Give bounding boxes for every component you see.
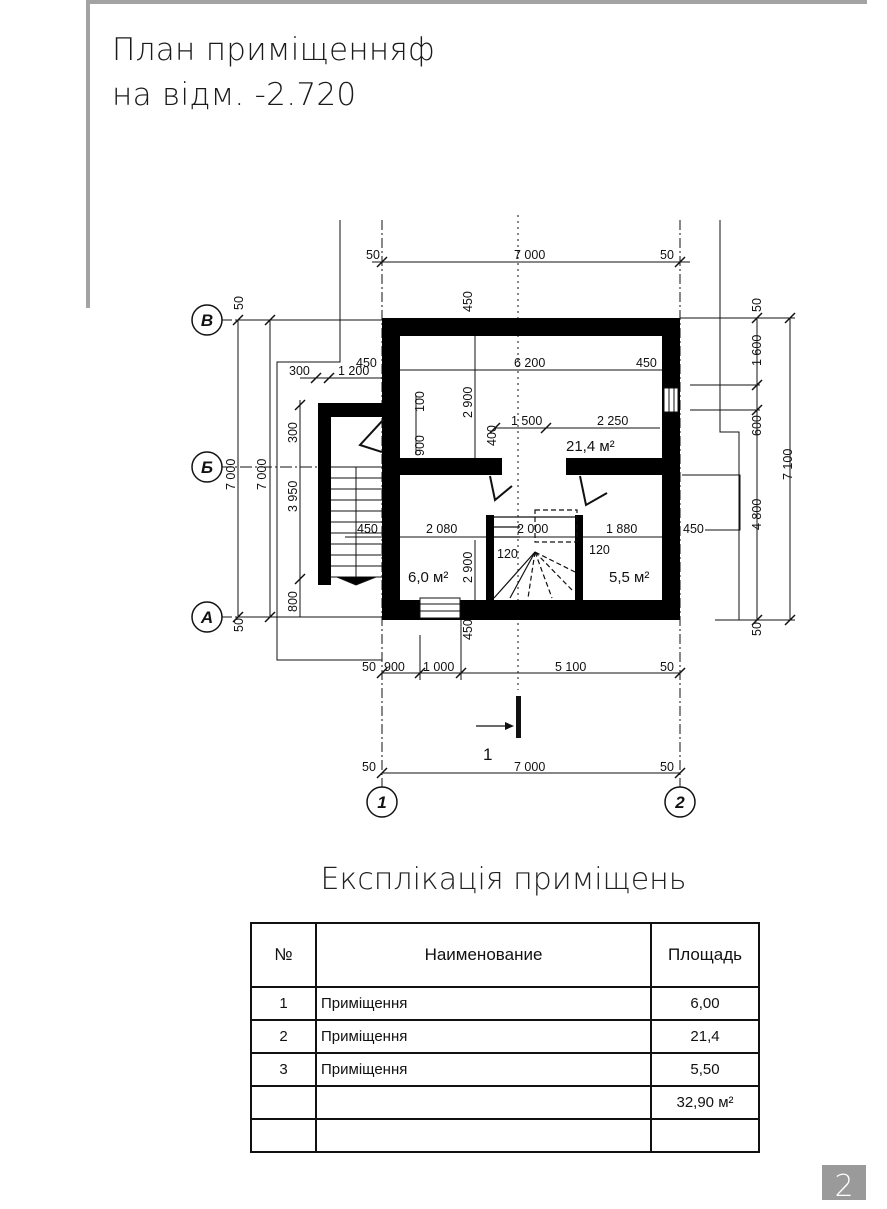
header-area: Площадь xyxy=(650,922,760,988)
svg-text:300: 300 xyxy=(286,422,300,443)
table-row: 1 Приміщення 6,00 xyxy=(250,986,760,1021)
table-row-empty xyxy=(250,1118,760,1153)
explication-table: № Наименование Площадь 1 Приміщення 6,00… xyxy=(250,922,760,1153)
svg-text:50: 50 xyxy=(232,618,246,632)
section-mark: 1 xyxy=(476,696,521,764)
svg-text:1: 1 xyxy=(377,793,386,812)
table-row: 2 Приміщення 21,4 xyxy=(250,1019,760,1054)
page-title: План приміщенняф на відм. -2.720 xyxy=(112,28,435,118)
svg-text:450: 450 xyxy=(357,522,378,536)
svg-text:450: 450 xyxy=(461,619,475,640)
svg-text:450: 450 xyxy=(356,356,377,370)
svg-text:6 200: 6 200 xyxy=(514,356,545,370)
page-frame-left xyxy=(86,0,90,308)
stair-left xyxy=(331,466,382,586)
svg-text:450: 450 xyxy=(461,291,475,312)
svg-text:120: 120 xyxy=(497,547,518,561)
svg-text:2 080: 2 080 xyxy=(426,522,457,536)
svg-text:120: 120 xyxy=(589,543,610,557)
page-frame-top xyxy=(86,0,867,4)
svg-text:900: 900 xyxy=(413,435,427,456)
room-2-area: 21,4 м² xyxy=(566,438,615,455)
svg-text:300: 300 xyxy=(289,364,310,378)
svg-text:2 900: 2 900 xyxy=(461,387,475,418)
title-line-1: План приміщенняф xyxy=(112,32,435,68)
title-line-2: на відм. -2.720 xyxy=(112,77,357,113)
svg-text:А: А xyxy=(200,608,213,627)
room-1-area: 6,0 м² xyxy=(408,569,448,586)
axis-bubble-1 xyxy=(366,786,398,818)
svg-text:2 000: 2 000 xyxy=(517,522,548,536)
axis-bubble-2 xyxy=(664,786,696,818)
svg-text:1 600: 1 600 xyxy=(750,335,764,366)
page-number: 2 xyxy=(822,1165,866,1204)
svg-text:100: 100 xyxy=(413,391,427,412)
svg-text:1 000: 1 000 xyxy=(423,660,454,674)
table-row: 3 Приміщення 5,50 xyxy=(250,1052,760,1087)
svg-text:50: 50 xyxy=(232,296,246,310)
svg-text:1: 1 xyxy=(483,745,492,764)
explication-title: Експлікація приміщень xyxy=(320,862,687,897)
header-no: № xyxy=(250,922,317,988)
svg-text:1 880: 1 880 xyxy=(606,522,637,536)
svg-text:1 500: 1 500 xyxy=(511,414,542,428)
svg-text:5 100: 5 100 xyxy=(555,660,586,674)
svg-text:7 000: 7 000 xyxy=(514,760,545,774)
svg-text:900: 900 xyxy=(384,660,405,674)
total-area: 32,90 м² xyxy=(650,1085,760,1120)
svg-text:50: 50 xyxy=(660,760,674,774)
svg-text:2: 2 xyxy=(674,793,685,812)
table-total-row: 32,90 м² xyxy=(250,1085,760,1120)
svg-text:600: 600 xyxy=(750,415,764,436)
axis-bubble-b xyxy=(191,451,223,483)
svg-text:В: В xyxy=(201,311,213,330)
svg-text:50: 50 xyxy=(366,248,380,262)
room-3-area: 5,5 м² xyxy=(609,569,649,586)
svg-text:50: 50 xyxy=(362,760,376,774)
svg-text:50: 50 xyxy=(660,660,674,674)
header-name: Наименование xyxy=(315,922,652,988)
svg-text:50: 50 xyxy=(750,622,764,636)
table-header-row: № Наименование Площадь xyxy=(250,922,760,988)
svg-text:50: 50 xyxy=(750,298,764,312)
svg-text:7 000: 7 000 xyxy=(514,248,545,262)
svg-text:400: 400 xyxy=(485,425,499,446)
svg-text:800: 800 xyxy=(286,591,300,612)
svg-text:1 200: 1 200 xyxy=(338,364,369,378)
axis-bubble-a xyxy=(191,601,223,633)
svg-text:450: 450 xyxy=(683,522,704,536)
floor-plan: 50 7 000 50 450 6 200 450 300 1 200 1 50… xyxy=(191,215,796,818)
svg-text:3 950: 3 950 xyxy=(286,481,300,512)
svg-text:7 100: 7 100 xyxy=(781,449,795,480)
svg-text:7 000: 7 000 xyxy=(224,459,238,490)
svg-text:50: 50 xyxy=(660,248,674,262)
svg-text:4 800: 4 800 xyxy=(750,499,764,530)
svg-text:450: 450 xyxy=(636,356,657,370)
svg-text:50: 50 xyxy=(362,660,376,674)
svg-text:2 250: 2 250 xyxy=(597,414,628,428)
axis-bubble-v xyxy=(191,304,223,336)
svg-text:2 900: 2 900 xyxy=(461,552,475,583)
stair-internal xyxy=(493,509,578,599)
svg-text:Б: Б xyxy=(201,458,213,477)
svg-text:7 000: 7 000 xyxy=(255,459,269,490)
